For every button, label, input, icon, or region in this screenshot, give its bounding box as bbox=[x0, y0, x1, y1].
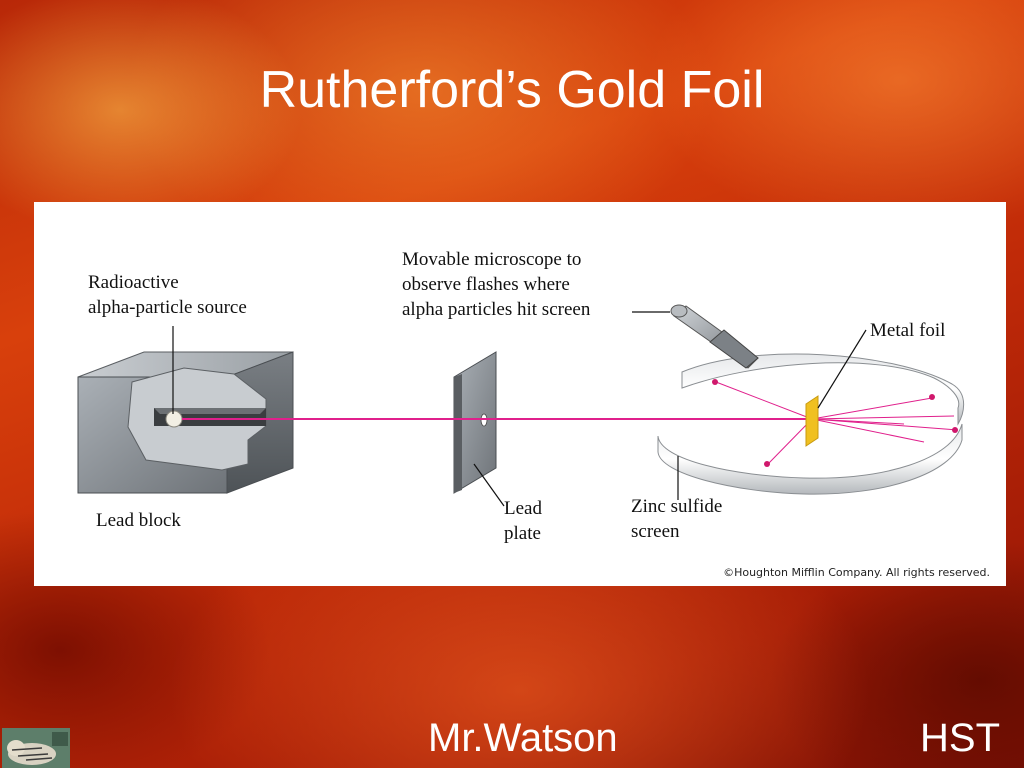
copyright-notice: ©Houghton Mifflin Company. All rights re… bbox=[723, 566, 990, 579]
label-microscope: Movable microscope to observe flashes wh… bbox=[402, 249, 591, 320]
lead-plate bbox=[453, 351, 497, 494]
flash-dots bbox=[712, 379, 958, 467]
lead-block bbox=[77, 351, 294, 494]
gold-foil-diagram bbox=[77, 304, 965, 507]
slide-title: Rutherford’s Gold Foil bbox=[259, 61, 765, 119]
footer-org: HST bbox=[920, 716, 1000, 760]
alpha-source bbox=[165, 410, 183, 428]
alpha-beam bbox=[182, 381, 959, 465]
metal-foil bbox=[805, 395, 819, 447]
diagram-panel: Radioactive alpha-particle source Movabl… bbox=[34, 202, 1006, 586]
label-lead-block: Lead block bbox=[96, 510, 181, 531]
label-alpha-source: Radioactive alpha-particle source bbox=[88, 272, 247, 318]
tiger-logo-icon bbox=[2, 728, 70, 768]
microscope bbox=[670, 304, 759, 369]
foil-leader bbox=[817, 329, 867, 409]
label-zinc-screen: Zinc sulfide screen bbox=[631, 496, 723, 542]
zinc-sulfide-screen bbox=[657, 353, 965, 495]
label-metal-foil: Metal foil bbox=[870, 320, 946, 341]
plate-leader bbox=[473, 463, 505, 507]
label-lead-plate: Lead plate bbox=[504, 498, 542, 544]
footer-author: Mr.Watson bbox=[428, 716, 618, 760]
